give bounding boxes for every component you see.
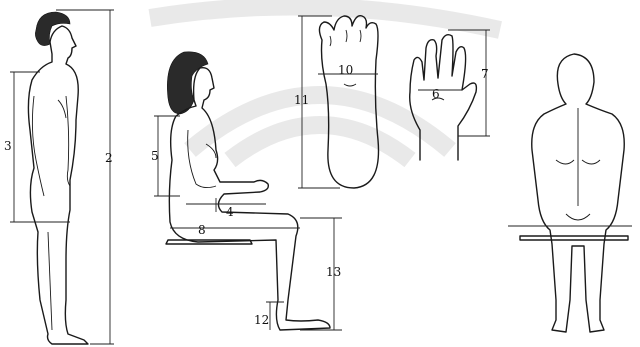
label-hip-height: 3 — [4, 139, 12, 153]
label-hand-length: 7 — [481, 67, 489, 81]
label-popliteal: 13 — [326, 265, 341, 279]
measurement-lines — [10, 10, 632, 344]
measurement-labels: 2 3 5 4 8 13 12 11 10 7 6 — [4, 63, 489, 327]
label-foot-width: 10 — [338, 63, 353, 77]
back-figure — [520, 54, 628, 332]
label-foot-length: 11 — [294, 93, 309, 107]
watermark — [150, 6, 500, 160]
standing-figure — [28, 12, 88, 344]
label-buttock-knee: 8 — [198, 223, 206, 237]
label-hand-width: 6 — [432, 87, 440, 101]
label-seated-shoulder: 5 — [151, 149, 159, 163]
label-seated-elbow: 4 — [226, 205, 234, 219]
label-knee-floor: 12 — [254, 313, 269, 327]
label-stature: 2 — [105, 151, 113, 165]
